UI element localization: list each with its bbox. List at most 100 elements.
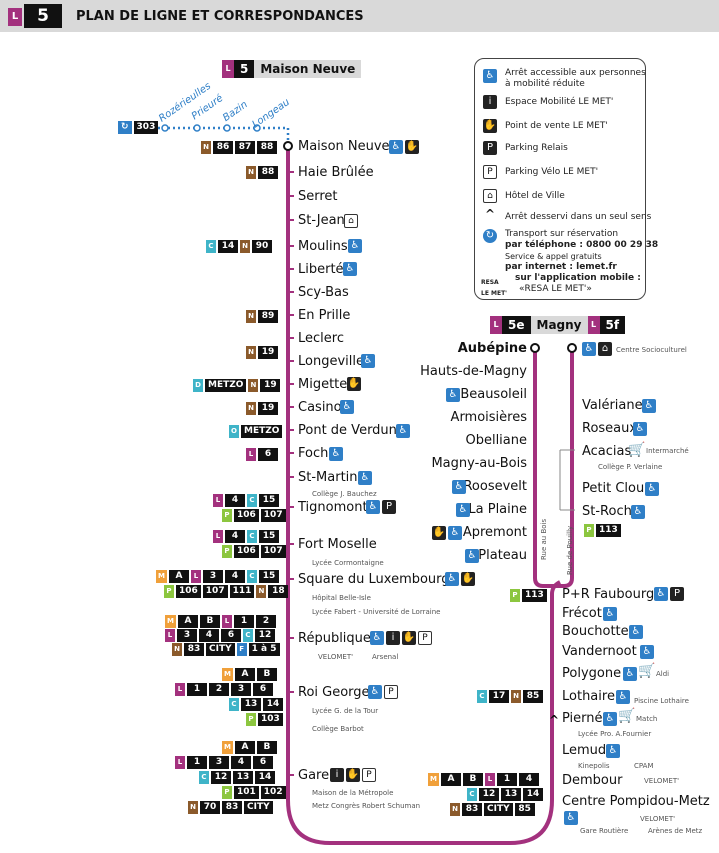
- stop-label: Scy-Bas: [298, 285, 349, 300]
- stop-label: Lemud: [562, 743, 607, 758]
- legend-text: sur l'application mobile :: [515, 273, 641, 283]
- stop-label: Valériane: [582, 398, 643, 413]
- terminus-magny: L 5e Magny L 5f: [490, 316, 626, 334]
- line-number-badge: 5: [24, 4, 62, 28]
- stop-label: Lothaire: [562, 689, 615, 704]
- poi-label: VELOMET': [318, 653, 354, 661]
- legend-text: Point de vente LE MET': [505, 121, 608, 131]
- poi-label: Arènes de Metz: [648, 827, 703, 835]
- terminus-number: 5: [234, 60, 255, 78]
- stop-dot-aubepine: [530, 343, 540, 353]
- stop-label: Magny-au-Bois: [431, 456, 527, 471]
- point-vente-icon: ✋: [483, 119, 497, 133]
- accessible-icon: ♿: [606, 744, 620, 758]
- one-way-icon: ^: [485, 207, 496, 221]
- stop-label: Migette: [298, 377, 348, 392]
- accessible-icon: ♿: [616, 690, 630, 704]
- stop-label: Frécot: [562, 606, 602, 621]
- accessible-icon: ♿: [329, 447, 343, 461]
- point-vente-icon: ✋: [346, 768, 360, 782]
- stop-label: Bouchotte: [562, 624, 629, 639]
- accessible-icon: ♿: [483, 69, 497, 83]
- poi-label: Collège J. Bauchez: [312, 490, 377, 498]
- resa-icon: ↻: [483, 229, 497, 243]
- stop-label: Pont de Verdun: [298, 423, 397, 438]
- stop-ticks-left: [288, 171, 294, 776]
- point-vente-icon: ✋: [432, 526, 446, 540]
- stop-label: Beausoleil: [460, 387, 527, 402]
- stop-label: St-Roch: [582, 504, 632, 519]
- legend-text: Parking Vélo LE MET': [505, 167, 599, 177]
- legend-text: Service & appel gratuits: [505, 252, 602, 261]
- stop-label: P+R Faubourg: [562, 587, 655, 602]
- legend-text: Espace Mobilité LE MET': [505, 97, 614, 107]
- poi-label: VELOMET': [640, 815, 676, 823]
- hotel-de-ville-icon: ⌂: [344, 214, 358, 228]
- main-route-line: [286, 146, 561, 845]
- stop-label: Haie Brûlée: [298, 165, 374, 180]
- parking-relais-icon: P: [670, 587, 684, 601]
- stop-label: Armoisières: [450, 410, 527, 425]
- stop-label: Liberté: [298, 262, 344, 277]
- stop-label: Polygone: [562, 666, 622, 681]
- point-vente-icon: ✋: [405, 140, 419, 154]
- stop-label: Acacias: [582, 444, 632, 459]
- resa-dot-1: [161, 124, 169, 132]
- legend-text: Transport sur réservation: [505, 229, 619, 239]
- parking-relais-icon: P: [382, 500, 396, 514]
- poi-label: VELOMET': [644, 777, 680, 785]
- hotel-de-ville-icon: ⌂: [483, 189, 497, 203]
- accessible-icon: ♿: [654, 587, 668, 601]
- stop-label: Roseaux: [582, 421, 638, 436]
- resa-badge: ↻ 303: [118, 121, 160, 134]
- magny-right-number: 5f: [599, 316, 626, 334]
- page-title: PLAN DE LIGNE ET CORRESPONDANCES: [76, 9, 364, 24]
- accessible-icon: ♿: [645, 482, 659, 496]
- poi-label: Lycée Cormontaigne: [312, 559, 384, 567]
- resa-line-number: 303: [133, 121, 159, 134]
- stop-label: Centre Pompidou-Metz: [562, 794, 710, 809]
- magny-right-badge: L: [587, 316, 600, 334]
- poi-label: Hôpital Belle-Isle: [312, 594, 371, 602]
- accessible-icon: ♿: [361, 354, 375, 368]
- accessible-icon: ♿: [465, 549, 479, 563]
- poi-label: Kinepolis: [578, 762, 610, 770]
- stop-label: Apremont: [462, 525, 527, 540]
- accessible-icon: ♿: [343, 262, 357, 276]
- stop-label: Plateau: [478, 548, 527, 563]
- accessible-icon: ♿: [603, 607, 617, 621]
- resa-dot-2: [193, 124, 201, 132]
- accessible-icon: ♿: [633, 422, 647, 436]
- resa-dot-4: [253, 124, 261, 132]
- stop-label: Maison Neuve: [298, 139, 390, 154]
- accessible-icon: ♿: [366, 500, 380, 514]
- poi-label: Maison de la Métropole: [312, 789, 394, 797]
- terminus-line-badge: L: [222, 60, 234, 78]
- stop-label: Casino: [298, 400, 342, 415]
- poi-label: Intermarché: [646, 447, 689, 455]
- accessible-icon: ♿: [445, 572, 459, 586]
- accessible-icon: ♿: [623, 667, 637, 681]
- resa-dotted-line: [158, 126, 290, 146]
- legend-text: Hôtel de Ville: [505, 191, 565, 201]
- poi-label: Lycée Fabert - Université de Lorraine: [312, 608, 441, 616]
